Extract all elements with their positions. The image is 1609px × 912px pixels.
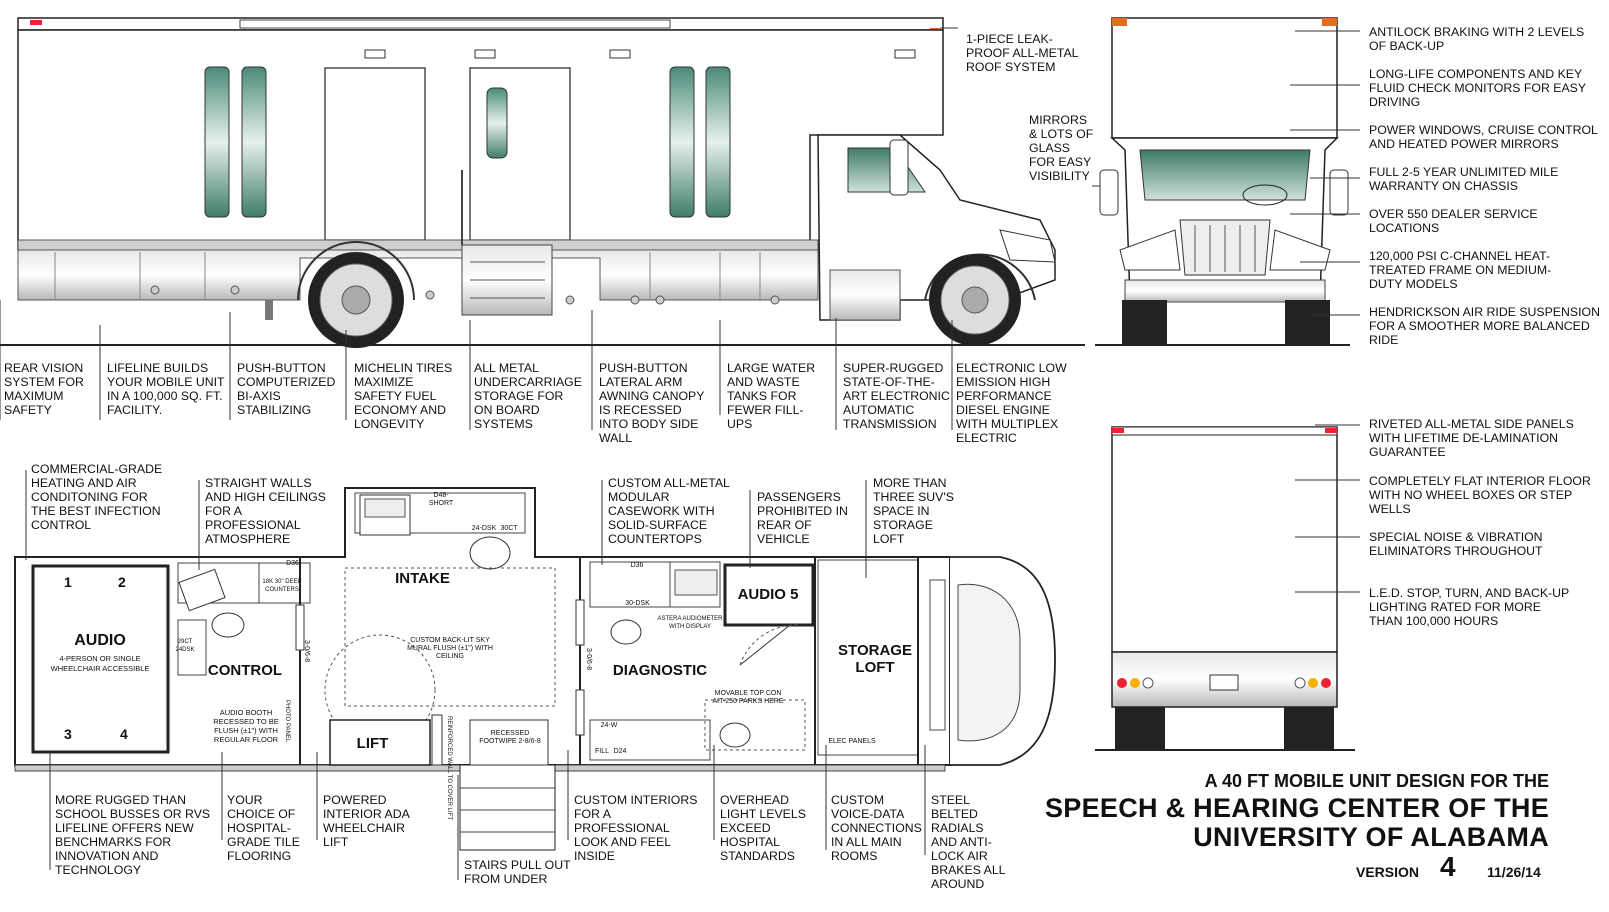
cabinet-30ct: 30CT: [500, 525, 518, 532]
callout-power-windows: POWER WINDOWS, CRUISE CONTROL AND HEATED…: [1369, 123, 1598, 151]
seat-2: 2: [118, 574, 126, 590]
cabinet-d36-diagnostic: D36: [630, 562, 644, 569]
callout-rugged: MORE RUGGED THAN SCHOOL BUSSES OR RVs LI…: [55, 793, 211, 877]
callout-flooring: YOUR CHOICE OF HOSPITAL-GRADE TILE FLOOR…: [227, 793, 300, 863]
callout-stabilizing: PUSH-BUTTON COMPUTERIZED BI-AXIS STABILI…: [237, 361, 336, 417]
seat-1: 1: [64, 574, 72, 590]
control-cabinet-note: 29CT 24DSK: [175, 639, 195, 653]
leader-lines: [0, 27, 1360, 880]
callout-voice: CUSTOM VOICE-DATA CONNECTIONS IN ALL MAI…: [831, 793, 922, 863]
movable-top-note: MOVABLE TOP CON AIT-250 PARKS HERE: [712, 690, 784, 705]
cabinet-d36-control: D36: [286, 560, 299, 567]
audio-booth-note: AUDIO BOOTH RECESSED TO BE FLUSH (±1") W…: [213, 708, 279, 744]
callout-dealers: OVER 550 DEALER SERVICE LOCATIONS: [1369, 207, 1538, 235]
callout-long-life: LONG-LIFE COMPONENTS AND KEY FLUID CHECK…: [1369, 67, 1586, 109]
cabinet-d48-short: D48-SHORT: [428, 492, 454, 507]
callout-noise: SPECIAL NOISE & VIBRATION ELIMINATORS TH…: [1369, 530, 1543, 558]
callout-lights: OVERHEAD LIGHT LEVELS EXCEED HOSPITAL ST…: [720, 793, 806, 863]
callout-flat-floor: COMPLETELY FLAT INTERIOR FLOOR WITH NO W…: [1369, 474, 1591, 516]
callout-lifeline-builds: LIFELINE BUILDS YOUR MOBILE UNIT IN A 10…: [107, 361, 225, 417]
title-line-3: UNIVERSITY OF ALABAMA: [1193, 822, 1549, 852]
reinforced-wall-note: REINFORCED WALL TO COVER LIFT: [446, 716, 452, 821]
callout-led-lighting: L.E.D. STOP, TURN, AND BACK-UP LIGHTING …: [1369, 586, 1569, 628]
counters-note: 18K 30" DEEP COUNTERS: [262, 579, 302, 593]
version-number: 4: [1440, 851, 1456, 882]
callout-stairs: STAIRS PULL OUT FROM UNDER: [464, 858, 571, 886]
cabinet-30-dsk: 30-DSK: [625, 600, 650, 607]
photo-panel: PHOTO PANEL: [284, 700, 290, 743]
room-control: CONTROL: [207, 662, 283, 679]
room-audio-sub: 4-PERSON OR SINGLE WHEELCHAIR ACCESSIBLE: [50, 654, 150, 673]
cabinet-24-w: 24-W: [600, 722, 618, 729]
room-storage: STORAGE: [838, 642, 912, 659]
elec-panels-note: ELEC PANELS: [828, 738, 876, 745]
callout-passengers: PASSENGERS PROHIBITED IN REAR OF VEHICLE: [757, 490, 848, 546]
seat-4: 4: [120, 726, 128, 742]
callout-mirrors: MIRRORS & LOTS OF GLASS FOR EASY VISIBIL…: [1029, 113, 1094, 183]
room-audio: AUDIO: [74, 632, 126, 649]
callout-walls: STRAIGHT WALLS AND HIGH CEILINGS FOR A P…: [205, 476, 326, 546]
door-size-a: 3-0/6-8: [303, 640, 310, 663]
callout-tanks: LARGE WATER AND WASTE TANKS FOR FEWER FI…: [727, 361, 816, 431]
title-line-1: A 40 FT MOBILE UNIT DESIGN FOR THE: [1204, 771, 1549, 791]
callout-transmission: SUPER-RUGGED STATE-OF-THE-ART ELECTRONIC…: [843, 361, 950, 431]
room-intake: INTAKE: [395, 570, 450, 587]
front-view: [1095, 17, 1350, 346]
room-diagnostic: DIAGNOSTIC: [612, 662, 708, 679]
cabinet-24-dsk: 24-DSK: [471, 525, 497, 532]
version-label: VERSION: [1356, 864, 1420, 880]
callout-lift: POWERED INTERIOR ADA WHEELCHAIR LIFT: [323, 793, 410, 849]
door-size-b: 3-0/6-8: [585, 648, 592, 671]
cabinet-fill: FILL: [594, 748, 609, 755]
version-date: 11/26/14: [1487, 864, 1541, 880]
rear-view: [1095, 426, 1355, 751]
callout-side-panels: RIVETED ALL-METAL SIDE PANELS WITH LIFET…: [1369, 417, 1574, 459]
room-loft: LOFT: [855, 659, 895, 676]
room-audio-5: AUDIO 5: [737, 586, 799, 603]
callout-roof: 1-PIECE LEAK-PROOF ALL-METAL ROOF SYSTEM: [966, 32, 1079, 74]
callout-rear-vision: REAR VISION SYSTEM FOR MAXIMUM SAFETY: [4, 361, 84, 417]
seat-3: 3: [64, 726, 72, 742]
title-line-2: SPEECH & HEARING CENTER OF THE: [1044, 793, 1549, 823]
callout-hvac: COMMERCIAL-GRADE HEATING AND AIR CONDITO…: [31, 462, 163, 532]
callout-storage: ALL METAL UNDERCARRIAGE STORAGE FOR ON B…: [474, 361, 582, 431]
side-view: [0, 17, 1085, 348]
audiometer-note: ASTERA AUDIOMETER WITH DISPLAY: [657, 616, 723, 630]
callout-suspension: HENDRICKSON AIR RIDE SUSPENSION FOR A SM…: [1369, 305, 1600, 347]
callout-tires: MICHELIN TIRES MAXIMIZE SAFETY FUEL ECON…: [354, 361, 453, 431]
callout-casework: CUSTOM ALL-METAL MODULAR CASEWORK WITH S…: [608, 476, 730, 546]
floor-plan: [14, 487, 1056, 851]
footwipe-note: RECESSED FOOTWIPE 2-8/6-8: [479, 730, 541, 745]
callout-antilock: ANTILOCK BRAKING WITH 2 LEVELS OF BACK-U…: [1369, 25, 1585, 53]
cabinet-d24: D24: [613, 748, 627, 755]
callout-engine: ELECTRONIC LOW EMISSION HIGH PERFORMANCE…: [956, 361, 1067, 445]
room-lift: LIFT: [356, 735, 389, 752]
callout-warranty: FULL 2-5 YEAR UNLIMITED MILE WARRANTY ON…: [1369, 165, 1559, 193]
callout-awning: PUSH-BUTTON LATERAL ARM AWNING CANOPY IS…: [599, 361, 705, 445]
callout-frame: 120,000 PSI C-CHANNEL HEAT-TREATED FRAME…: [1369, 249, 1552, 291]
callout-interiors: CUSTOM INTERIORS FOR A PROFESSIONAL LOOK…: [574, 793, 698, 863]
callout-suvs: MORE THAN THREE SUV's SPACE IN STORAGE L…: [873, 476, 954, 546]
sky-mural-note: CUSTOM BACK-LIT SKY MURAL FLUSH (±1") WI…: [407, 637, 493, 660]
callout-radials: STEEL BELTED RADIALS AND ANTI-LOCK AIR B…: [931, 793, 1006, 891]
